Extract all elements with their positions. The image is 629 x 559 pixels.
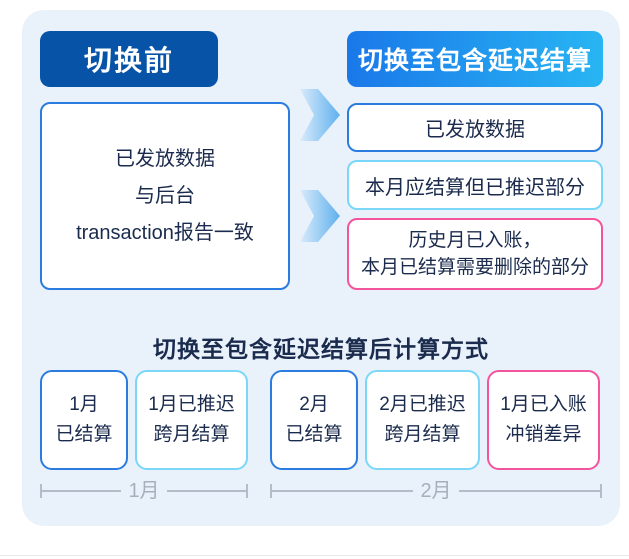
- month-span-january: 1月: [40, 480, 248, 502]
- after-box-issued-data: 已发放数据: [347, 103, 603, 152]
- calc-box-feb-deferred: 2月已推迟 跨月结算: [365, 370, 480, 470]
- calc-box-feb-settled: 2月 已结算: [270, 370, 358, 470]
- span-tick: [40, 484, 42, 498]
- span-tick: [600, 484, 602, 498]
- after-box-to-delete-line-1: 历史月已入账，: [408, 230, 542, 251]
- month-span-february-label: 2月: [420, 480, 452, 502]
- before-box-line-1: 已发放数据: [115, 147, 215, 170]
- window-bottom-edge: [0, 555, 629, 556]
- calc-box-line: 1月已入账: [500, 394, 587, 415]
- after-header: 切换至包含延迟结算: [347, 31, 603, 87]
- calc-box-jan-writeoff: 1月已入账 冲销差异: [487, 370, 600, 470]
- calc-box-jan-settled: 1月 已结算: [40, 370, 128, 470]
- span-rule: [458, 490, 600, 492]
- before-data-box: 已发放数据 与后台 transaction报告一致: [40, 102, 290, 290]
- span-tick: [246, 484, 248, 498]
- before-header: 切换前: [40, 31, 218, 87]
- before-box-line-3: transaction报告一致: [76, 221, 254, 244]
- diagram-panel: 切换前 切换至包含延迟结算 已发放数据 与后台 transaction报告一致 …: [22, 10, 620, 526]
- span-rule: [42, 490, 122, 492]
- after-box-issued-data-label: 已发放数据: [425, 119, 525, 141]
- before-header-label: 切换前: [83, 45, 174, 76]
- calc-box-line: 1月: [69, 394, 99, 415]
- calc-box-line: 冲销差异: [505, 424, 582, 445]
- calc-box-line: 2月: [299, 394, 329, 415]
- month-span-february: 2月: [270, 480, 602, 502]
- calc-box-line: 2月已推迟: [379, 394, 466, 415]
- after-box-deferred-part-label: 本月应结算但已推迟部分: [365, 176, 585, 199]
- calc-box-line: 已结算: [285, 424, 343, 445]
- after-box-to-delete-line-2: 本月已结算需要删除的部分: [360, 257, 589, 278]
- calc-box-line: 已结算: [55, 424, 113, 445]
- flow-arrow-icon: [300, 89, 340, 141]
- calc-box-line: 跨月结算: [153, 424, 230, 445]
- span-rule: [166, 490, 246, 492]
- calc-box-line: 1月已推迟: [148, 394, 235, 415]
- calc-box-jan-deferred: 1月已推迟 跨月结算: [135, 370, 248, 470]
- after-box-to-delete-part: 历史月已入账， 本月已结算需要删除的部分: [347, 218, 603, 290]
- calc-method-title: 切换至包含延迟结算后计算方式: [153, 336, 489, 362]
- span-tick: [270, 484, 272, 498]
- after-box-deferred-part: 本月应结算但已推迟部分: [347, 160, 603, 210]
- span-rule: [272, 490, 414, 492]
- calc-box-line: 跨月结算: [384, 424, 461, 445]
- before-box-line-2: 与后台: [135, 184, 195, 207]
- flow-arrow-icon: [300, 190, 340, 242]
- after-header-label: 切换至包含延迟结算: [357, 47, 592, 75]
- month-span-january-label: 1月: [128, 480, 160, 502]
